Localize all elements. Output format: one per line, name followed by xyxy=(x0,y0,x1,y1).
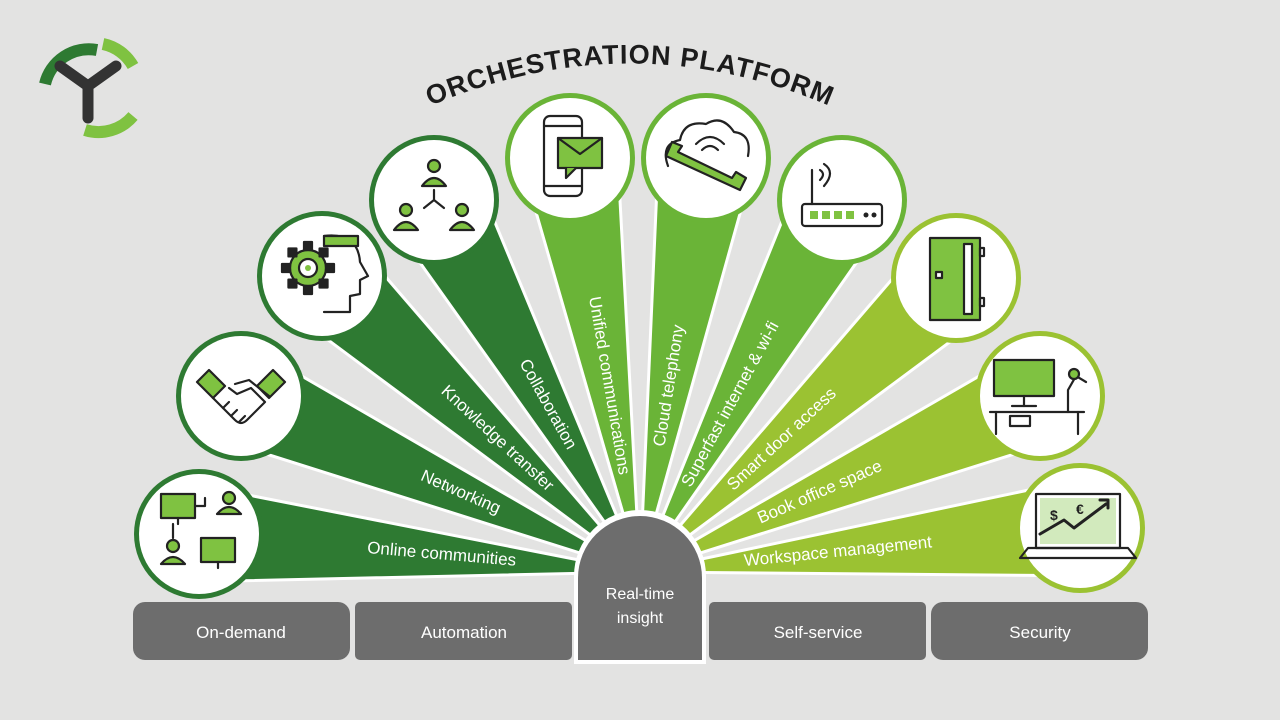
desk-icon xyxy=(975,331,1105,461)
handshake-icon xyxy=(176,331,306,461)
base-pill-security: Security xyxy=(931,602,1148,660)
base-pill-self-service: Self-service xyxy=(709,602,926,660)
diagram-title: ORCHESTRATION PLATFORM xyxy=(421,39,838,111)
hub-label-line2: insight xyxy=(617,610,664,627)
svg-text:€: € xyxy=(1076,501,1084,517)
phone-message-icon xyxy=(505,93,635,223)
real-time-insight-hub: Real-time insight xyxy=(574,510,706,664)
y-logo-icon xyxy=(39,38,139,139)
base-pill-label: Automation xyxy=(421,623,507,642)
router-icon xyxy=(777,135,907,265)
base-pill-label: Security xyxy=(1009,623,1071,642)
people-network-icon xyxy=(369,135,499,265)
laptop-chart-icon: $€ xyxy=(1015,463,1145,593)
online-communities-icon xyxy=(134,469,264,599)
door-icon xyxy=(891,213,1021,343)
hub-label-line1: Real-time xyxy=(606,586,675,603)
gear-head-icon xyxy=(257,211,387,341)
base-pill-label: Self-service xyxy=(774,623,863,642)
base-pill-on-demand: On-demand xyxy=(133,602,350,660)
fan-icon-circles: $€ xyxy=(134,93,1145,599)
base-pill-label: On-demand xyxy=(196,623,286,642)
base-pill-automation: Automation xyxy=(355,602,572,660)
cloud-phone-icon xyxy=(641,93,771,223)
svg-text:$: $ xyxy=(1050,507,1058,523)
